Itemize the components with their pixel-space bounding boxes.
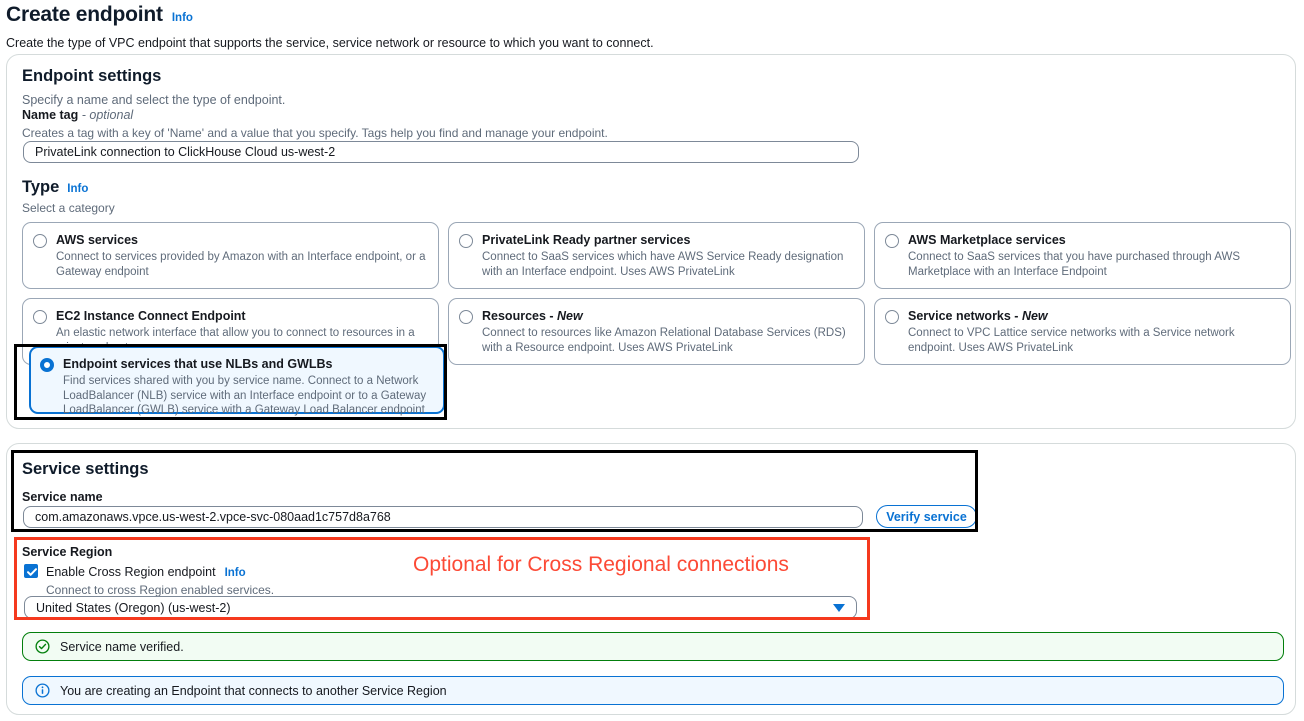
service-settings-panel: Service settings Service name com.amazon…: [6, 443, 1296, 715]
type-options-grid: AWS services Connect to services provide…: [22, 222, 1291, 365]
type-card-privatelink-ready-partner-services[interactable]: PrivateLink Ready partner services Conne…: [448, 222, 865, 289]
name-tag-hint: Creates a tag with a key of 'Name' and a…: [22, 126, 608, 140]
type-hint: Select a category: [22, 201, 115, 215]
page-header: Create endpoint Info Create the type of …: [6, 2, 1296, 51]
name-tag-input[interactable]: PrivateLink connection to ClickHouse Clo…: [23, 141, 859, 163]
radio-icon[interactable]: [33, 234, 47, 248]
radio-icon[interactable]: [885, 310, 899, 324]
service-name-label: Service name: [22, 490, 103, 504]
type-card-title-text: AWS Marketplace services: [908, 233, 1066, 247]
enable-cross-region-label: Enable Cross Region endpoint: [46, 565, 216, 579]
name-tag-optional-suffix: - optional: [81, 108, 134, 122]
type-card-description: Connect to VPC Lattice service networks …: [908, 327, 1235, 354]
enable-cross-region-checkbox-row[interactable]: Enable Cross Region endpoint Info Connec…: [24, 563, 274, 598]
type-card-aws-marketplace-services[interactable]: AWS Marketplace services Connect to SaaS…: [874, 222, 1291, 289]
name-tag-input-value: PrivateLink connection to ClickHouse Clo…: [35, 145, 336, 159]
type-card-aws-services[interactable]: AWS services Connect to services provide…: [22, 222, 439, 289]
service-name-input[interactable]: com.amazonaws.vpce.us-west-2.vpce-svc-08…: [23, 506, 863, 528]
page-subtitle: Create the type of VPC endpoint that sup…: [6, 36, 654, 50]
type-card-title: EC2 Instance Connect Endpoint: [56, 308, 427, 324]
chevron-down-icon[interactable]: [833, 603, 845, 612]
radio-icon[interactable]: [885, 234, 899, 248]
type-card-description: Connect to resources like Amazon Relatio…: [482, 327, 846, 354]
type-info-link[interactable]: Info: [67, 183, 89, 195]
service-name-input-value: com.amazonaws.vpce.us-west-2.vpce-svc-08…: [35, 510, 391, 524]
type-card-description: Connect to services provided by Amazon w…: [56, 251, 426, 278]
service-settings-title: Service settings: [22, 460, 149, 478]
alert-service-name-verified: Service name verified.: [22, 632, 1284, 661]
info-circle-icon: [35, 683, 50, 698]
page-title: Create endpoint: [6, 3, 163, 26]
endpoint-settings-panel: Endpoint settings Specify a name and sel…: [6, 54, 1296, 429]
type-card-description: Connect to SaaS services which have AWS …: [482, 251, 844, 278]
type-card-service-networks[interactable]: Service networks - New Connect to VPC La…: [874, 298, 1291, 365]
endpoint-settings-title: Endpoint settings: [22, 67, 162, 85]
page-info-link[interactable]: Info: [171, 12, 193, 24]
type-label: Type: [22, 178, 60, 196]
type-card-title: AWS Marketplace services: [908, 232, 1279, 248]
radio-icon[interactable]: [33, 310, 47, 324]
page-title-row: Create endpoint Info: [6, 2, 1296, 28]
endpoint-settings-description: Specify a name and select the type of en…: [22, 93, 286, 107]
type-card-title-text: PrivateLink Ready partner services: [482, 233, 691, 247]
type-card-title: Resources - New: [482, 308, 853, 324]
type-card-title: AWS services: [56, 232, 427, 248]
type-card-new-badge: New: [1021, 309, 1048, 323]
alert-success-message: Service name verified.: [60, 639, 184, 654]
type-card-description: Connect to SaaS services that you have p…: [908, 251, 1240, 278]
type-card-title: Service networks - New: [908, 308, 1279, 324]
check-circle-icon: [35, 639, 50, 654]
name-tag-field-group: Name tag - optional Creates a tag with a…: [22, 107, 608, 141]
type-card-title-text: EC2 Instance Connect Endpoint: [56, 309, 246, 323]
type-card-new-badge: New: [557, 309, 583, 323]
name-tag-label-text: Name tag: [22, 108, 79, 122]
type-card-endpoint-services-nlb-gwlb[interactable]: Endpoint services that use NLBs and GWLB…: [29, 346, 445, 416]
type-card-title-text: Service networks -: [908, 309, 1022, 323]
type-label-row: Type Info: [22, 177, 88, 197]
enable-cross-region-hint: Connect to cross Region enabled services…: [46, 583, 275, 597]
type-card-resources[interactable]: Resources - New Connect to resources lik…: [448, 298, 865, 365]
type-card-description: Find services shared with you by service…: [63, 375, 427, 416]
service-region-select[interactable]: United States (Oregon) (us-west-2): [24, 596, 857, 619]
checkbox-label-row: Enable Cross Region endpoint Info: [46, 564, 246, 580]
type-card-title: Endpoint services that use NLBs and GWLB…: [63, 357, 333, 371]
radio-icon[interactable]: [459, 310, 473, 324]
type-card-title-text: AWS services: [56, 233, 138, 247]
enable-cross-region-checkbox[interactable]: [24, 564, 38, 578]
type-card-title-text: Resources -: [482, 309, 558, 323]
alert-cross-region-endpoint: You are creating an Endpoint that connec…: [22, 676, 1284, 705]
name-tag-label: Name tag - optional: [22, 107, 608, 123]
radio-icon[interactable]: [459, 234, 473, 248]
service-region-selected-value: United States (Oregon) (us-west-2): [36, 600, 231, 615]
alert-info-message: You are creating an Endpoint that connec…: [60, 683, 447, 698]
verify-service-button[interactable]: Verify service: [876, 505, 977, 528]
annotation-note-cross-regional: Optional for Cross Regional connections: [413, 553, 789, 576]
radio-icon[interactable]: [40, 358, 54, 372]
service-region-label: Service Region: [22, 545, 113, 559]
type-card-title: PrivateLink Ready partner services: [482, 232, 853, 248]
cross-region-info-link[interactable]: Info: [224, 567, 246, 579]
verify-service-button-label: Verify service: [886, 509, 967, 524]
